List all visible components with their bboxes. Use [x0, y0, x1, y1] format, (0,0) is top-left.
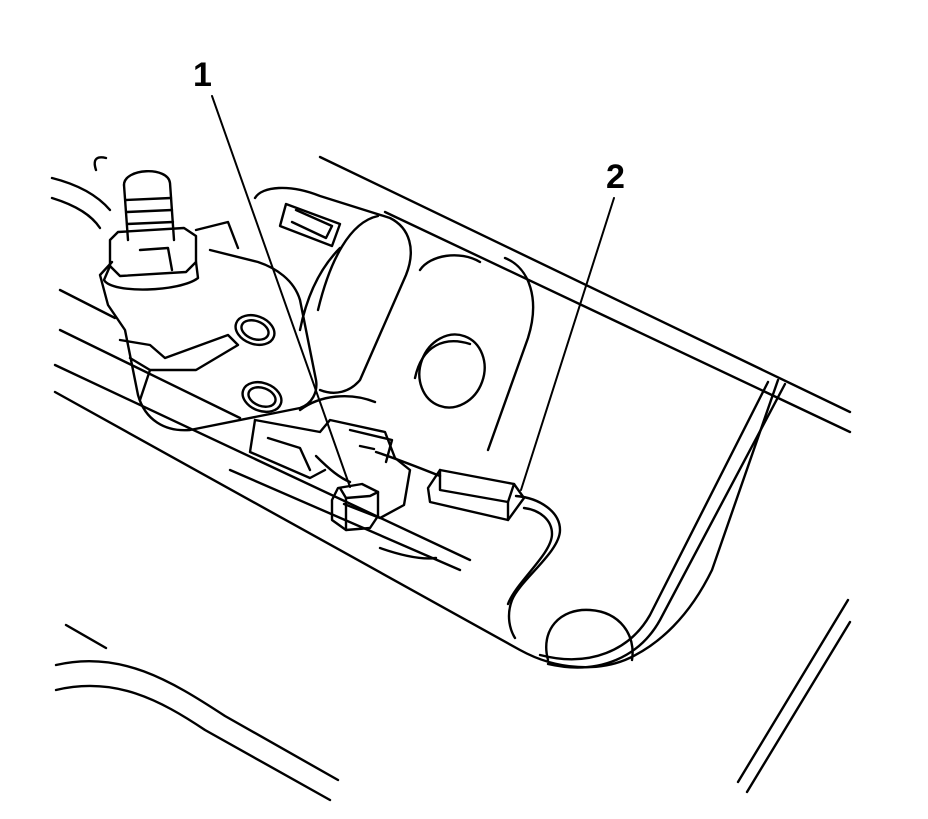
panel-hole [546, 610, 632, 660]
leader-line-2 [521, 198, 614, 490]
main-bracket-panel [52, 178, 785, 667]
callout-2: 2 [606, 158, 625, 196]
leader-lines [212, 96, 614, 490]
inner-recess [420, 255, 533, 450]
motor-housing [255, 188, 495, 417]
leader-line-1 [212, 96, 350, 487]
callout-1: 1 [193, 56, 212, 94]
upper-panel-edge [320, 157, 850, 432]
hinge-bracket [95, 157, 317, 430]
ground-bolt [332, 484, 378, 530]
lower-left-panel [56, 625, 338, 800]
stud-and-nut [104, 171, 198, 289]
right-trim-lines [738, 600, 850, 792]
connector-block [250, 396, 410, 518]
wire-harness [376, 452, 560, 638]
panel-contour [230, 470, 460, 570]
